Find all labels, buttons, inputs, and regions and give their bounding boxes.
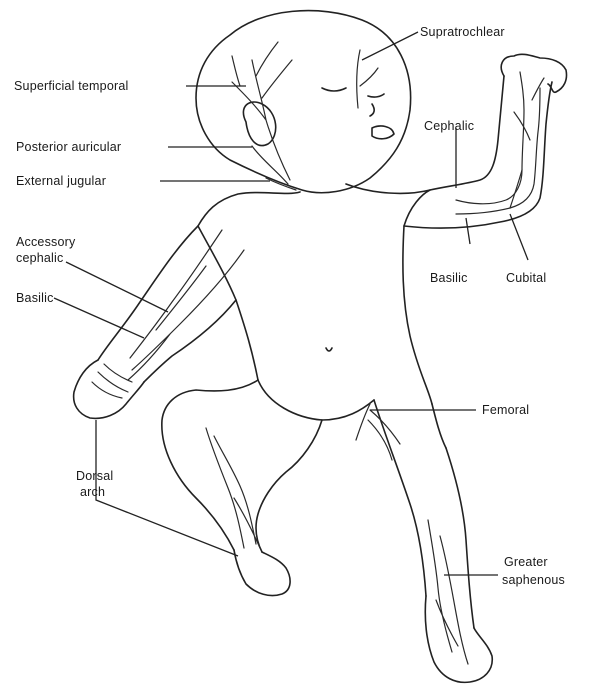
left-leg-saphenous-vein [206,428,260,548]
label-external-jugular: External jugular [16,174,106,188]
label-greater-saphenous-line2: saphenous [502,573,565,587]
label-basilic-right: Basilic [430,271,468,285]
left-leg-outline [162,380,322,552]
mouth [372,126,394,139]
label-accessory-cephalic-line1: Accessory [16,235,76,249]
pelvis-outline [258,380,446,448]
label-cephalic: Cephalic [424,119,474,133]
navel [326,348,332,351]
right-leg-outline [374,400,474,628]
ear [243,102,275,146]
closed-eye-2 [368,94,384,97]
right-foot-outline [425,596,492,682]
right-arm-outline [346,76,552,228]
basilic-vein-left [128,250,244,380]
label-dorsal-arch-line2: arch [80,485,105,499]
label-superficial-temporal: Superficial temporal [14,79,128,93]
external-jugular-vein [266,178,296,190]
supratrochlear-vein [357,50,378,108]
infant-body-outline [74,11,567,683]
leader-basilic-left [54,298,144,338]
superficial-temporal-vein [232,42,292,180]
right-hand-outline [501,54,566,92]
labels: Superficial temporal Posterior auricular… [14,25,565,587]
label-dorsal-arch-line1: Dorsal [76,469,113,483]
leader-basilic-right [466,218,470,244]
nose [370,104,374,116]
cubital-vein [510,78,544,208]
head-outline [196,11,411,193]
label-basilic-left: Basilic [16,291,54,305]
closed-eye [322,88,346,91]
label-posterior-auricular: Posterior auricular [16,140,121,154]
leader-lines [54,32,528,575]
basilic-vein-right [456,88,540,214]
cephalic-vein-right [456,72,524,204]
label-accessory-cephalic-line2: cephalic [16,251,63,265]
greater-saphenous-vein [428,520,468,664]
veins [92,42,544,664]
leader-accessory-cephalic [66,262,168,312]
label-greater-saphenous-line1: Greater [504,555,548,569]
label-supratrochlear: Supratrochlear [420,25,505,39]
leader-supratrochlear [362,32,418,60]
left-foot-outline [234,550,290,596]
torso-outline [198,190,432,404]
label-cubital: Cubital [506,271,546,285]
left-arm-outline [98,226,236,382]
left-hand-veins [92,364,132,398]
label-femoral: Femoral [482,403,529,417]
leader-cubital [510,214,528,260]
